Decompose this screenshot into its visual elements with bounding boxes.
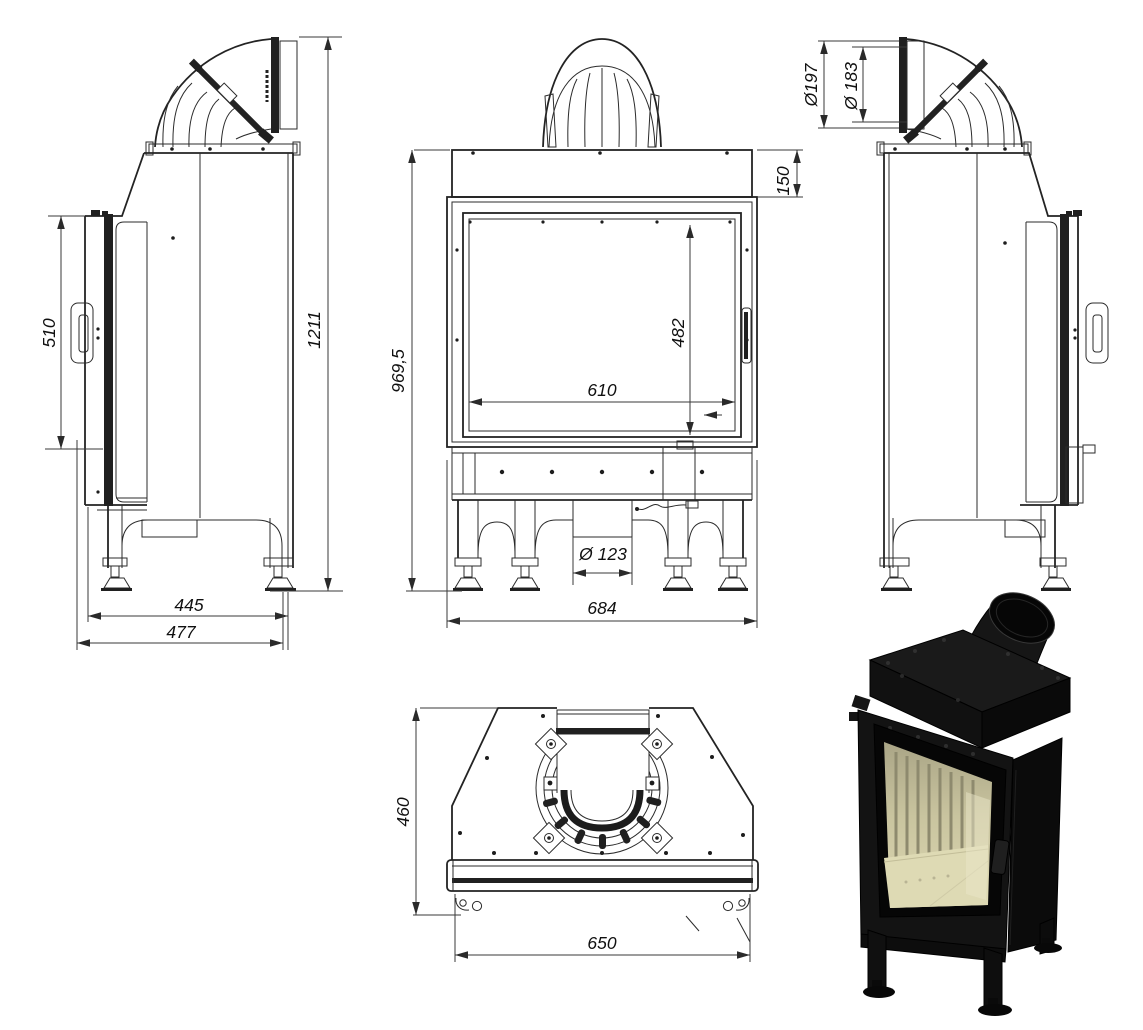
dim-510: 510 [39, 215, 103, 450]
dim-969-5: 969,5 [388, 149, 462, 592]
glass-door-frame [462, 212, 742, 438]
base-front [451, 440, 753, 538]
dim-label-overall-height: 1211 [304, 311, 324, 349]
door-handle-right [1085, 302, 1109, 364]
product-3d-render [849, 592, 1072, 1016]
dim-label-flue-outer-diameter: Ø197 [801, 62, 821, 107]
dim-610: 610 [469, 380, 735, 419]
render-foot [978, 1004, 1012, 1016]
front-view: 969,5 150 482 610 Ø 123 684 [388, 38, 803, 628]
dim-o123: Ø 123 [572, 537, 633, 585]
door-edge-bar-right [1060, 214, 1069, 506]
dim-482: 482 [668, 225, 694, 435]
render-foot [1034, 943, 1062, 953]
dim-label-front-width: 650 [587, 933, 616, 953]
dim-label-flue-inner-diameter: Ø 183 [841, 62, 861, 111]
render-handle [990, 839, 1010, 875]
flue-elbow-right-icon [876, 37, 1032, 156]
legs-right [879, 505, 1071, 591]
foot-4 [718, 557, 748, 591]
front-band-top [446, 859, 759, 892]
dim-label-ash-outlet-diameter: Ø 123 [578, 544, 627, 564]
dim-o197: Ø197 [801, 40, 899, 129]
door-edge-bar [104, 214, 113, 506]
dim-label-door-height: 510 [39, 318, 59, 347]
dim-460: 460 [393, 707, 497, 916]
left-side-view: 510 1211 445 477 [39, 36, 343, 650]
flue-elbow-left-icon [145, 37, 301, 156]
right-side-view: Ø197 Ø 183 [801, 37, 1109, 591]
dim-684: 684 [446, 460, 758, 628]
body-left [70, 152, 294, 568]
dim-445: 445 [87, 507, 289, 650]
legs-front [453, 500, 748, 591]
dim-label-overall-width: 684 [587, 598, 616, 618]
body-front [446, 149, 758, 448]
foot-2 [510, 557, 540, 591]
dim-label-glass-height: 482 [668, 318, 688, 347]
render-foot [863, 986, 895, 998]
door-latch [741, 307, 752, 364]
door-handle-left [70, 302, 94, 364]
dim-1211: 1211 [270, 36, 343, 592]
render-body-side [1007, 737, 1063, 953]
flue-collar-front-icon [542, 38, 662, 148]
render-interior-bricks [894, 752, 975, 858]
dim-label-overall-depth: 477 [166, 622, 196, 642]
dim-477: 477 [76, 440, 284, 650]
foot-3 [663, 557, 693, 591]
legs-left [101, 505, 296, 591]
dim-label-top-depth: 460 [393, 797, 413, 826]
hinge-clips-top [455, 897, 751, 943]
top-view: 460 650 [393, 706, 759, 962]
dim-label-body-height: 969,5 [388, 349, 408, 393]
ash-outlet [572, 500, 633, 538]
dim-label-glass-width: 610 [587, 380, 616, 400]
dim-label-feet-spacing: 445 [174, 595, 203, 615]
render-firebox-floor [884, 845, 988, 908]
hinge-bracket [1065, 446, 1084, 504]
dim-label-top-section: 150 [773, 166, 793, 195]
foot-1 [453, 557, 483, 591]
dim-650: 650 [454, 894, 751, 962]
glass-pane [468, 218, 736, 432]
dim-150: 150 [757, 149, 803, 198]
body-right [883, 152, 1109, 568]
dim-o183: Ø 183 [841, 46, 907, 123]
flue-collar-top-icon [532, 706, 674, 855]
